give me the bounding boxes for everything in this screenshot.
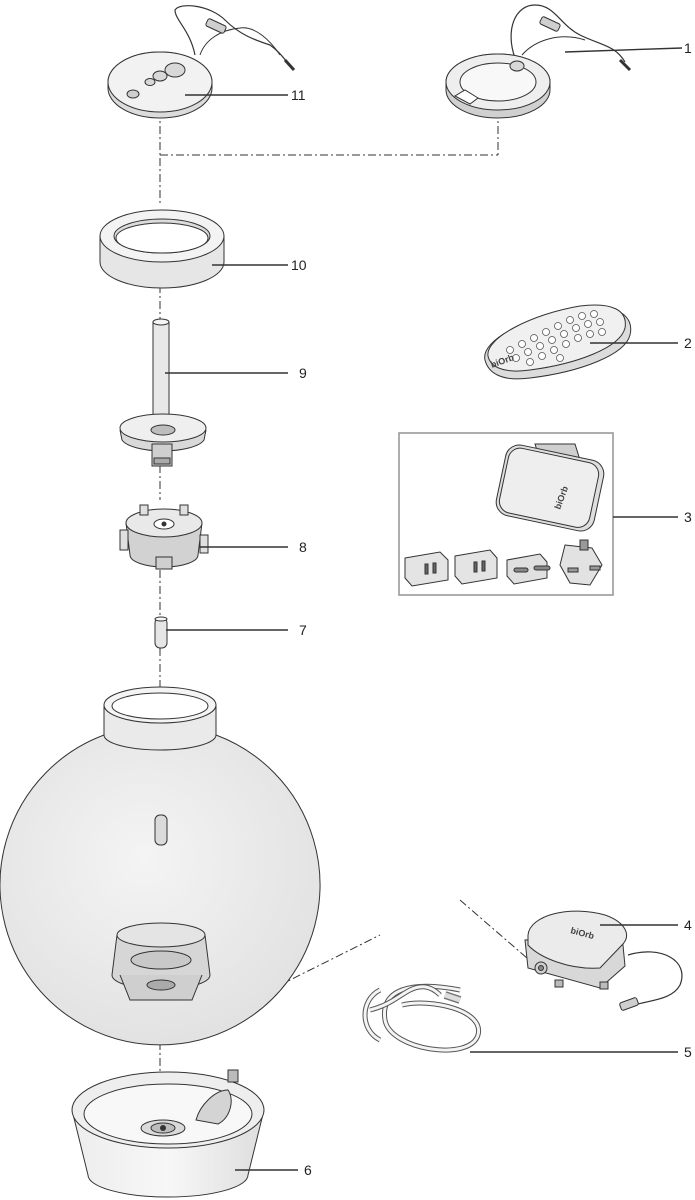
- callout-9: 9: [299, 365, 307, 381]
- part-7-air-stone: [154, 616, 168, 649]
- part-4-air-pump: biOrb: [524, 910, 683, 1011]
- callout-3: 3: [684, 509, 692, 525]
- callout-5: 5: [684, 1044, 692, 1060]
- part-2-remote-control: biOrb: [484, 304, 632, 380]
- callout-4: 4: [684, 917, 692, 933]
- part-5-airline-tubing: [362, 983, 481, 1053]
- plug-adapter-us-2: [454, 549, 498, 585]
- callout-numbers: 1 2 3 4 5 6 7 8 9 10 11: [291, 40, 692, 1178]
- callout-1: 1: [684, 40, 692, 56]
- part-10-top-ring: [99, 209, 225, 289]
- part-1-led-light-unit: [445, 4, 632, 119]
- callout-8: 8: [299, 539, 307, 555]
- callout-10: 10: [291, 257, 307, 273]
- callout-11: 11: [291, 87, 306, 103]
- aquarium-globe: [0, 686, 321, 1046]
- leader-lines: [165, 47, 683, 1171]
- callout-6: 6: [304, 1162, 312, 1178]
- part-11-led-lid: [107, 5, 296, 119]
- power-adapter: biOrb: [495, 443, 605, 532]
- part-8-filter-housing: [119, 504, 209, 570]
- plug-adapter-eu: [506, 553, 551, 585]
- plug-adapter-us-1: [404, 551, 449, 587]
- callout-2: 2: [684, 335, 692, 351]
- part-9-airlift-tube: [119, 318, 207, 467]
- remote-buttons: [506, 310, 606, 366]
- part-3-power-adapter-box: biOrb: [398, 432, 614, 596]
- plug-adapter-uk: [559, 539, 603, 586]
- part-6-base: [71, 1069, 265, 1198]
- callout-7: 7: [299, 622, 307, 638]
